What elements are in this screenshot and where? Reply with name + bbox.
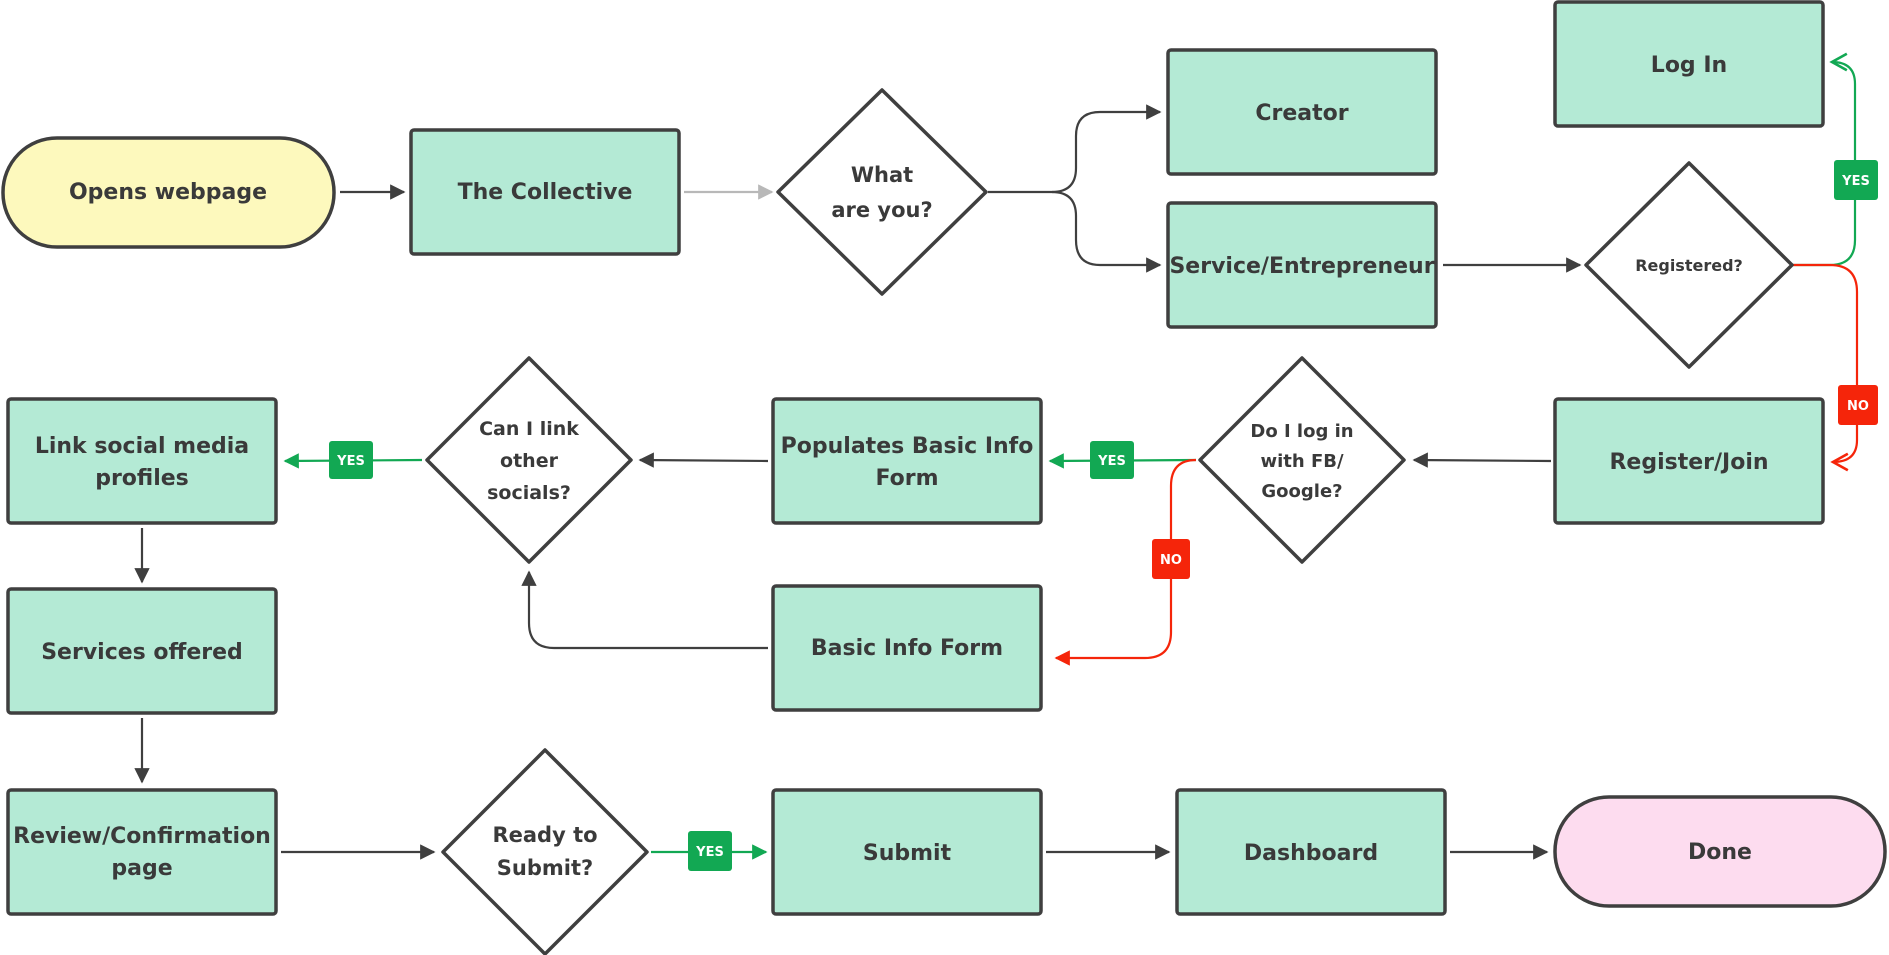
node-link-social-line-2: profiles	[95, 466, 189, 491]
decision-registered[interactable]: Registered?	[1584, 161, 1794, 369]
yes-tag-link-social: YES	[329, 441, 373, 479]
node-link-social-line-1: Link social media	[35, 434, 249, 459]
decision-what-line-2: are you?	[831, 198, 932, 222]
yes-tag-link-social-text: YES	[336, 454, 365, 469]
no-tag-basic-form: NO	[1152, 539, 1190, 579]
node-link-social-media[interactable]: Link social media profiles	[6, 397, 278, 525]
decision-ready-line-2: Submit?	[497, 856, 593, 880]
yes-tag-login: YES	[1834, 160, 1878, 200]
node-done[interactable]: Done	[1553, 795, 1887, 908]
decision-canlink-line-2: other	[500, 450, 559, 472]
node-creator-label: Creator	[1255, 101, 1348, 126]
no-tag-register: NO	[1838, 385, 1878, 425]
node-opens-webpage[interactable]: Opens webpage	[1, 136, 336, 249]
node-service-entrepreneur[interactable]: Service/Entrepreneur	[1166, 201, 1438, 329]
no-tag-register-text: NO	[1847, 399, 1869, 414]
node-the-collective-label: The Collective	[458, 180, 633, 205]
node-populates-line-2: Form	[875, 466, 938, 491]
decision-fb-google-login[interactable]: Do I log in with FB/ Google?	[1198, 356, 1406, 564]
node-service-entrepreneur-label: Service/Entrepreneur	[1169, 254, 1434, 279]
node-review-line-1: Review/Confirmation	[13, 824, 271, 849]
decision-registered-label: Registered?	[1635, 256, 1743, 275]
node-creator[interactable]: Creator	[1166, 48, 1438, 176]
node-submit[interactable]: Submit	[771, 788, 1043, 916]
arrow-register-to-login-question	[1412, 452, 1552, 468]
node-basic-info-form[interactable]: Basic Info Form	[771, 584, 1043, 712]
node-opens-webpage-label: Opens webpage	[69, 180, 267, 205]
yes-tag-populates-text: YES	[1097, 454, 1126, 469]
decision-can-link-socials[interactable]: Can I link other socials?	[425, 356, 633, 564]
arrow-registered-yes-to-login	[1792, 52, 1857, 267]
no-tag-basic-form-text: NO	[1160, 553, 1182, 568]
node-dashboard-label: Dashboard	[1244, 841, 1378, 866]
node-services-offered-label: Services offered	[41, 640, 243, 665]
arrow-fbgoogle-no-to-basic-form	[1054, 458, 1197, 666]
node-review-confirmation[interactable]: Review/Confirmation page	[6, 788, 278, 916]
node-populates-basic-info-form[interactable]: Populates Basic Info Form	[771, 397, 1043, 525]
arrow-what-to-service	[1051, 190, 1162, 273]
arrow-basic-form-to-canlink	[521, 570, 768, 650]
decision-ready-to-submit[interactable]: Ready to Submit?	[441, 748, 649, 955]
node-review-line-2: page	[111, 856, 172, 881]
node-register-join[interactable]: Register/Join	[1553, 397, 1825, 525]
decision-canlink-line-1: Can I link	[479, 418, 579, 440]
decision-what-are-you[interactable]: What are you?	[776, 88, 988, 296]
decision-ready-line-1: Ready to	[492, 823, 597, 847]
yes-tag-submit-text: YES	[695, 845, 724, 860]
decision-fb-line-3: Google?	[1261, 481, 1342, 502]
yes-tag-login-text: YES	[1841, 174, 1870, 189]
arrow-registered-no-to-register	[1792, 263, 1859, 472]
decision-what-line-1: What	[851, 163, 913, 187]
node-dashboard[interactable]: Dashboard	[1175, 788, 1447, 916]
arrow-what-to-creator	[988, 104, 1162, 194]
node-services-offered[interactable]: Services offered	[6, 587, 278, 715]
node-submit-label: Submit	[863, 841, 952, 866]
node-register-join-label: Register/Join	[1609, 450, 1768, 475]
decision-canlink-line-3: socials?	[487, 482, 571, 504]
node-basic-info-form-label: Basic Info Form	[811, 636, 1003, 661]
decision-fb-line-2: with FB/	[1260, 451, 1344, 472]
node-done-label: Done	[1688, 840, 1752, 865]
arrow-populates-to-canlink	[638, 452, 769, 468]
node-the-collective[interactable]: The Collective	[409, 128, 681, 256]
node-populates-line-1: Populates Basic Info	[781, 434, 1034, 459]
node-log-in[interactable]: Log In	[1553, 0, 1825, 128]
decision-fb-line-1: Do I log in	[1250, 421, 1353, 442]
yes-tag-populates: YES	[1090, 441, 1134, 479]
node-log-in-label: Log In	[1651, 53, 1727, 78]
yes-tag-submit: YES	[688, 831, 732, 871]
